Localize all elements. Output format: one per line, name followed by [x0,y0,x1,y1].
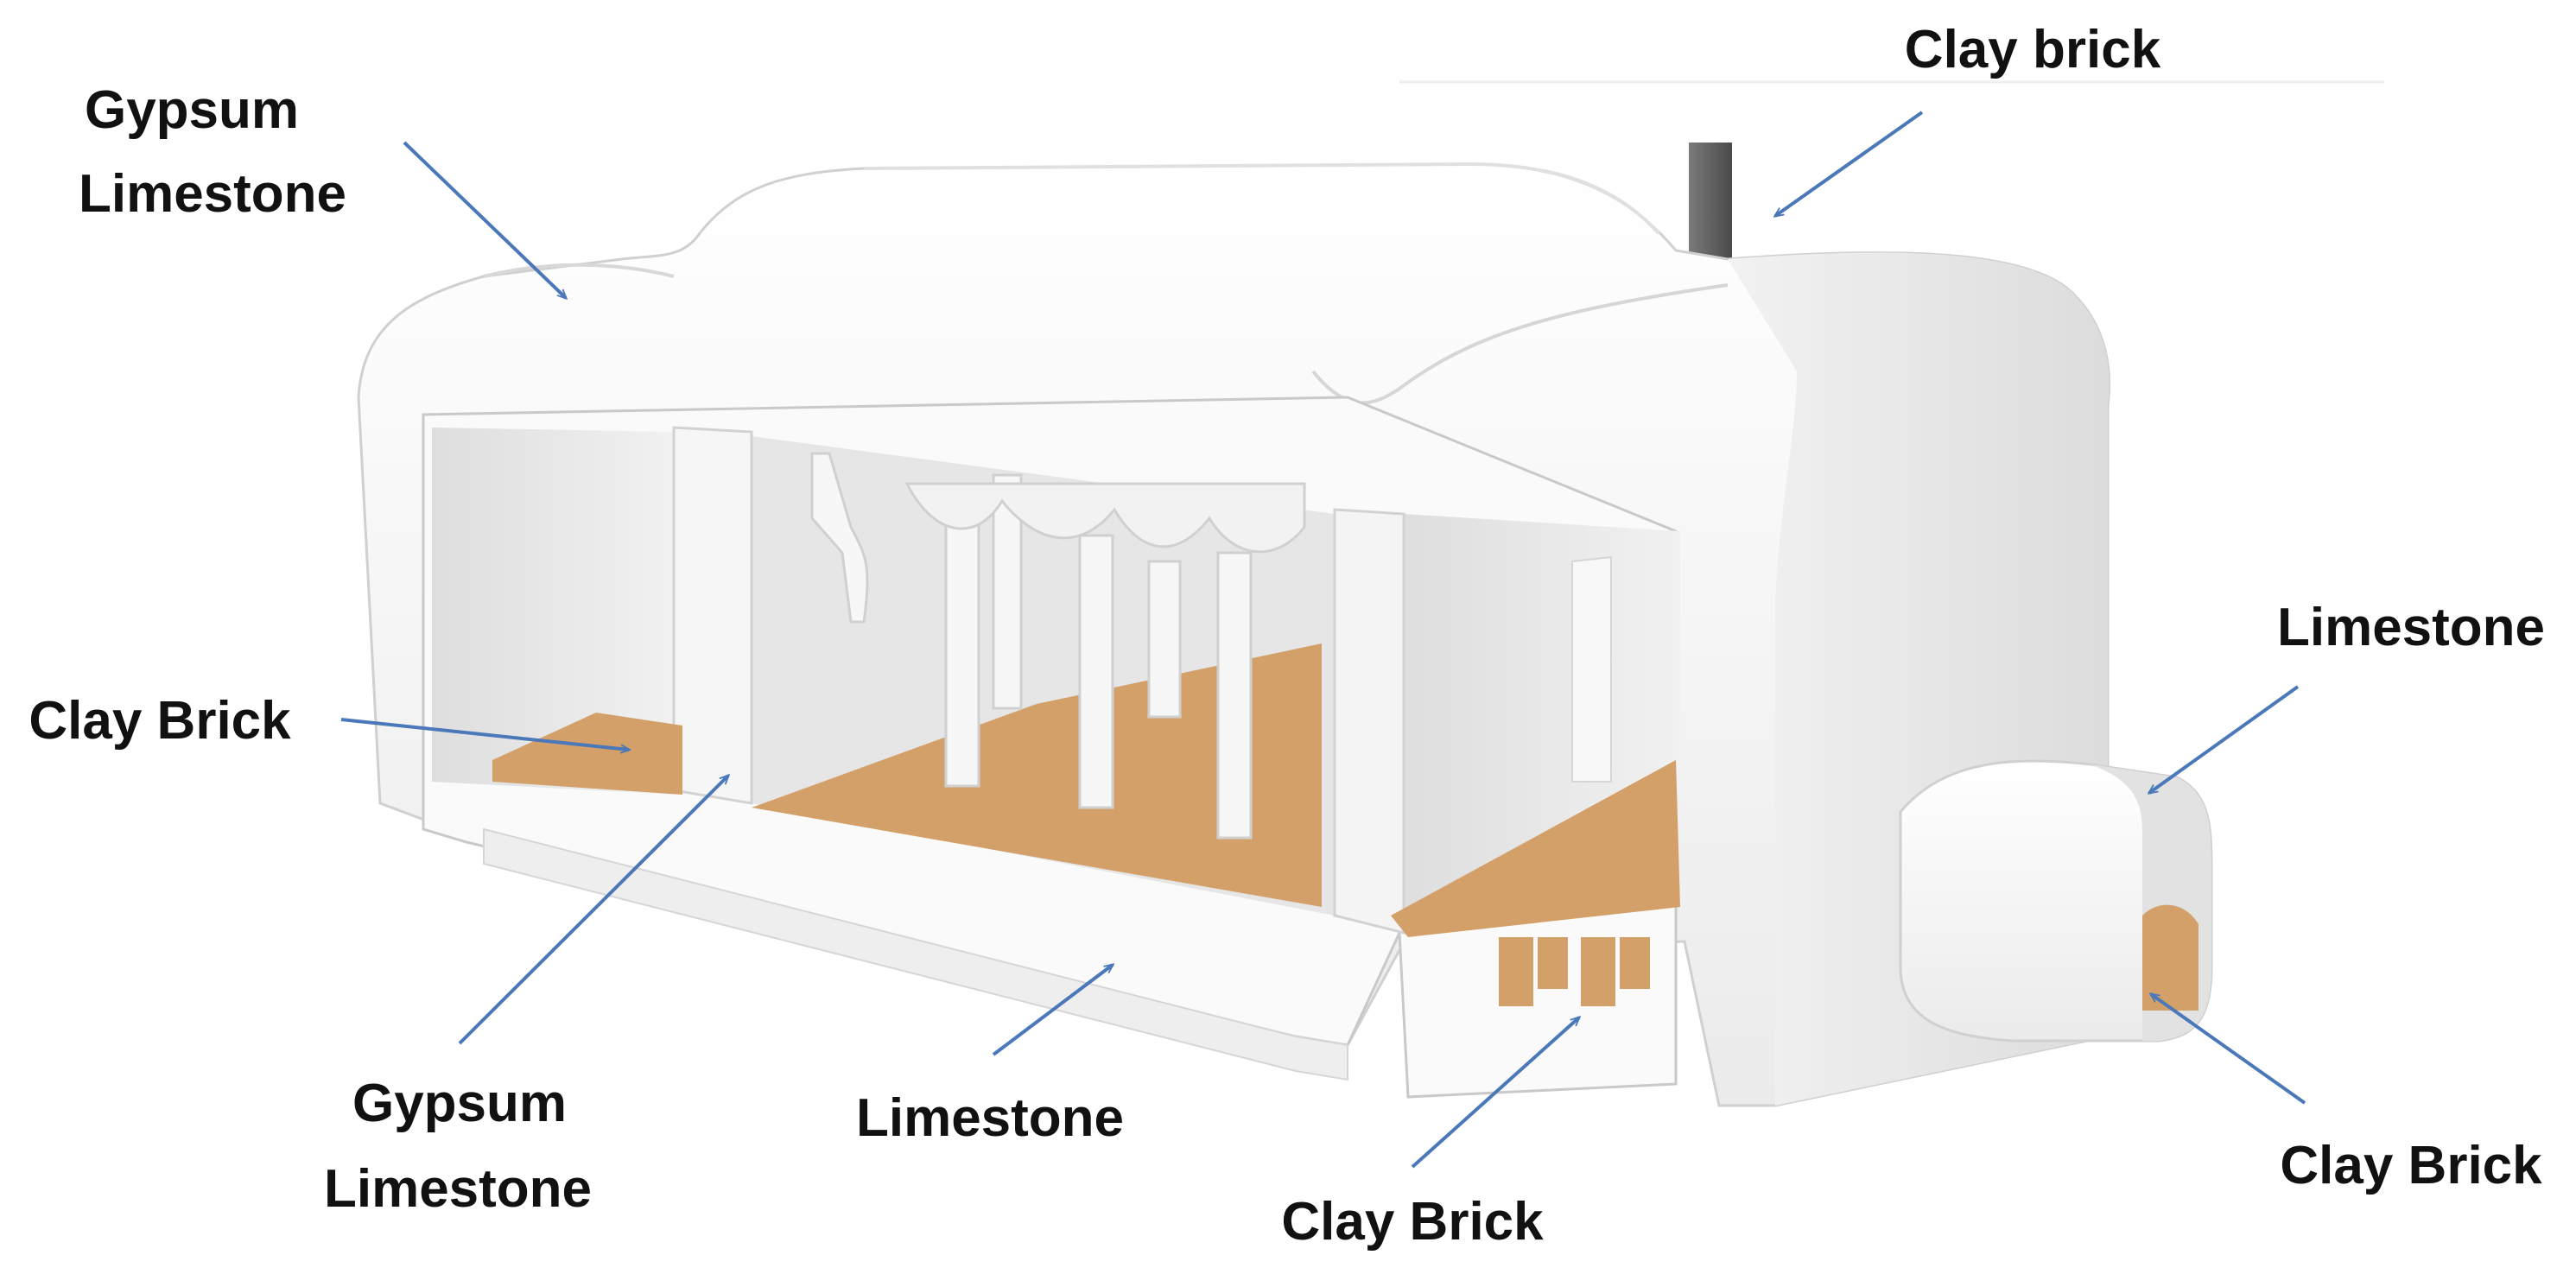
label-limestone-bottom: Limestone [856,1088,1124,1148]
arrow-clay-brick-bottom [1411,1017,1579,1169]
base-front [483,827,1348,1081]
arrow-gypsum-bottom [458,776,728,1045]
arrow-limestone-right [2149,685,2300,793]
arrow-gypsum-top [403,141,566,298]
gypsum-divider-wall [672,426,753,805]
arrow-clay-brick-left [340,718,629,750]
label-clay-brick-bottom-right: Clay Brick [2280,1136,2542,1195]
label-clay-brick-left: Clay Brick [29,691,291,751]
left-room [432,428,674,795]
clay-bricks-bottom [1499,937,1650,1006]
arrow-clay-brick-top [1775,111,1924,216]
label-gypsum-top-line1: Gypsum [85,80,299,140]
label-gypsum-top-line2: Limestone [79,164,346,224]
label-clay-brick-bottom: Clay Brick [1281,1192,1544,1252]
chimney-right [1689,143,1732,289]
columns [810,452,1306,840]
arrow-limestone-bottom [992,965,1113,1056]
clay-floor-right [1391,760,1680,937]
label-gypsum-bottom-line2: Limestone [324,1159,592,1219]
arrows [340,111,2306,1169]
right-annex [1899,759,2213,1043]
arrow-clay-brick-bottom-right [2151,994,2306,1105]
labels: Gypsum Limestone Clay brick Limestone Cl… [29,20,2545,1252]
label-limestone-right: Limestone [2277,598,2545,657]
middle-right-divider [1333,508,1405,935]
clay-floor-left [492,713,682,795]
label-gypsum-bottom-line1: Gypsum [352,1074,567,1133]
label-clay-brick-top: Clay brick [1905,20,2161,79]
